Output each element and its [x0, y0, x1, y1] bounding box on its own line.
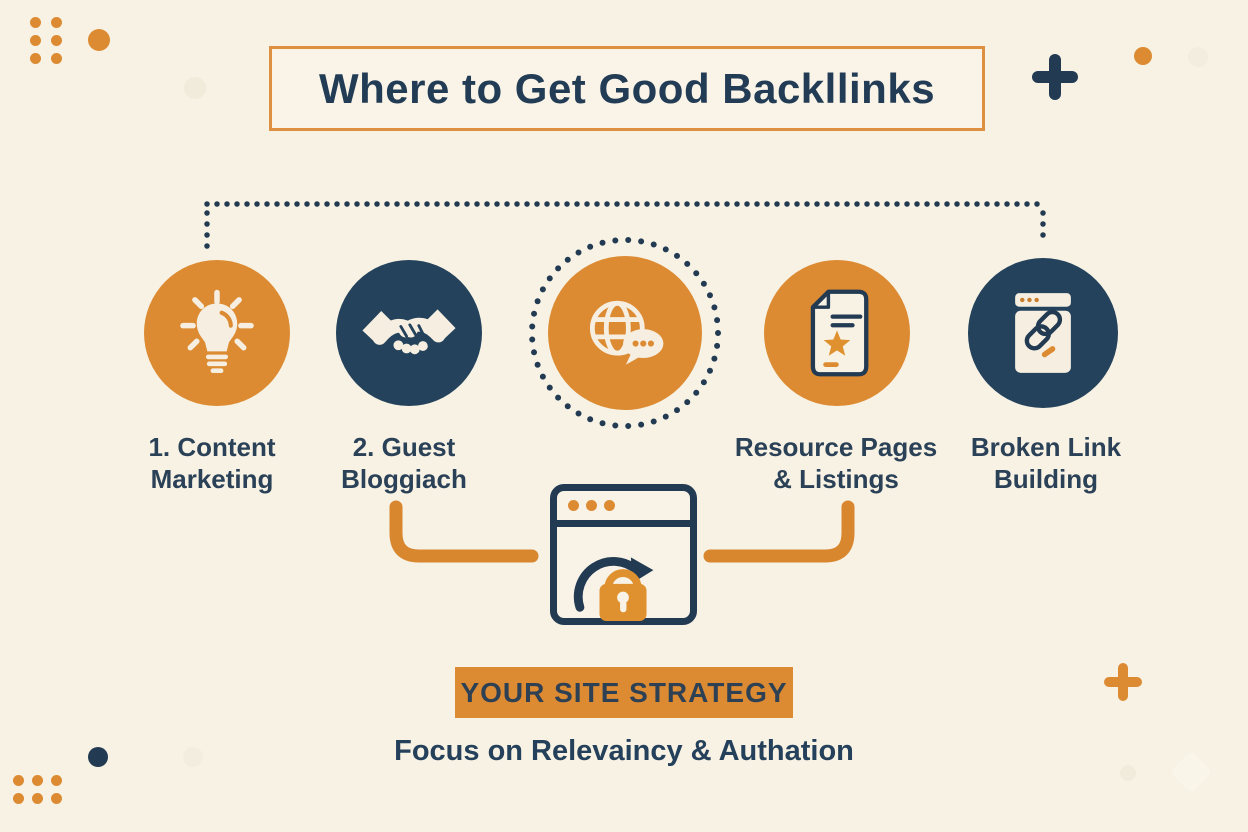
label-line: 2. Guest [352, 432, 456, 462]
secure-site-browser [550, 484, 697, 625]
handshake-icon [362, 309, 456, 355]
strategy-banner-label: YOUR SITE STRATEGY [460, 676, 788, 708]
label-line: Bloggiach [341, 464, 467, 494]
secure-redirect-browser-icon [573, 557, 654, 622]
step-label-broken-link: Broken Link Building [926, 431, 1166, 495]
browser-topbar [557, 491, 690, 527]
step-circle-guest-blogging [336, 260, 482, 406]
orange-dot-decoration [1134, 47, 1152, 65]
page-title: Where to Get Good Backllinks [318, 64, 936, 112]
step-circle-resource-pages [764, 260, 910, 406]
lightbulb-icon [180, 289, 254, 374]
navy-dot-decoration [88, 747, 108, 767]
plus-icon [1032, 54, 1078, 100]
faint-circle-decoration [183, 747, 203, 767]
step-label-resource-pages: Resource Pages & Listings [716, 431, 956, 495]
dot-grid-decoration [13, 775, 62, 804]
orange-dot-decoration [88, 29, 110, 51]
browser-dot [586, 500, 597, 511]
dot-grid-decoration [30, 17, 62, 64]
document-star-icon [810, 289, 869, 377]
step-circle-content-marketing [144, 260, 290, 406]
browser-dot [604, 500, 615, 511]
step-circle-broken-link [968, 258, 1118, 408]
label-line: & Listings [773, 464, 899, 494]
label-line: Broken Link [970, 432, 1122, 462]
step-label-content-marketing: 1. Content Marketing [92, 431, 332, 495]
faint-circle-decoration [1188, 47, 1208, 67]
browser-dot [568, 500, 579, 511]
strategy-banner: YOUR SITE STRATEGY [455, 667, 793, 718]
browser-link-icon [1015, 293, 1071, 373]
strategy-subtitle: Focus on Relevaincy & Authation [394, 735, 854, 767]
globe-chat-icon [589, 300, 664, 365]
faint-circle-decoration [1120, 765, 1136, 781]
label-line: Building [994, 464, 1098, 494]
dotted-bracket-line [204, 201, 1046, 253]
step-circle-global-outreach [548, 256, 702, 410]
title-box: Where to Get Good Backllinks [269, 46, 985, 131]
plus-icon [1104, 663, 1142, 701]
label-line: Marketing [150, 464, 274, 494]
faint-circle-decoration [184, 77, 206, 99]
label-line: 1. Content [148, 432, 276, 462]
label-line: Resource Pages [734, 432, 938, 462]
step-label-guest-blogging: 2. Guest Bloggiach [284, 431, 524, 495]
